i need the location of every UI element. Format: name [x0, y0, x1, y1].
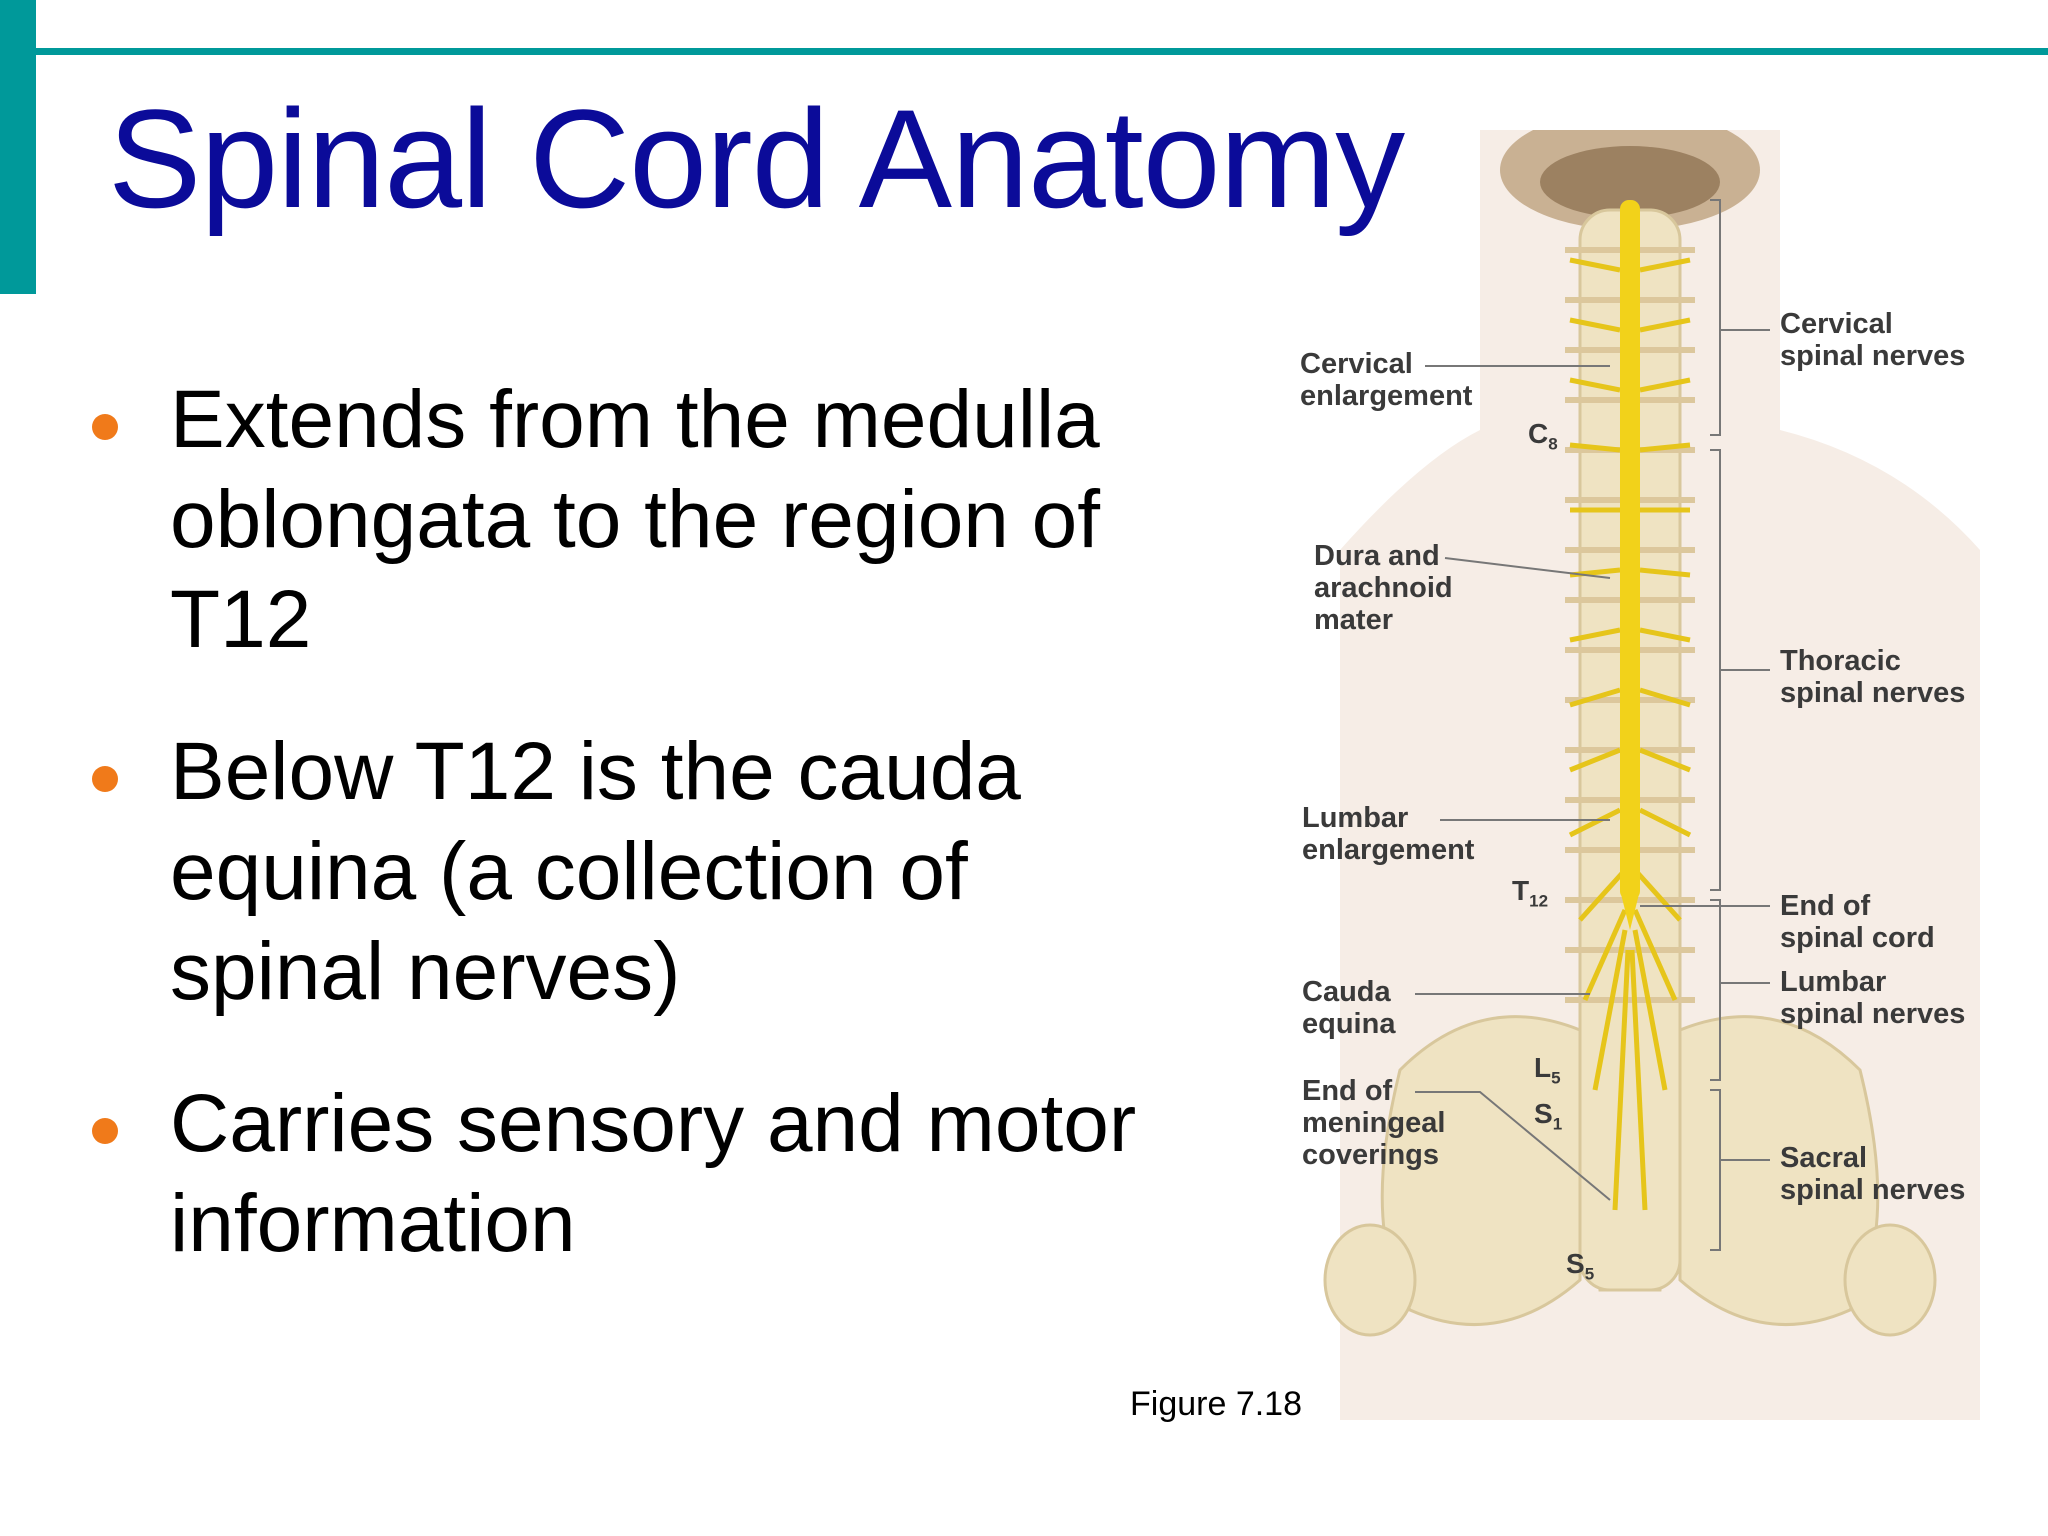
accent-bar: [0, 0, 36, 294]
vertebra-label-c8: C8: [1528, 418, 1558, 454]
bullet-dot-icon: [92, 414, 118, 440]
label-lumbar-enlargement: Lumbar enlargement: [1302, 802, 1475, 866]
label-cervical-enlargement: Cervical enlargement: [1300, 348, 1473, 412]
label-cervical-nerves: Cervical spinal nerves: [1780, 308, 1966, 372]
bullet-text: Below T12 is the cauda equina (a collect…: [170, 726, 1021, 1017]
bullet-list: Extends from the medulla oblongata to th…: [92, 370, 1190, 1326]
bullet-item: Carries sensory and motor information: [92, 1074, 1190, 1274]
label-dura-arachnoid: Dura and arachnoid mater: [1314, 540, 1453, 636]
label-cauda-equina: Cauda equina: [1302, 976, 1396, 1040]
figure-caption: Figure 7.18: [1130, 1385, 1302, 1423]
bullet-text: Carries sensory and motor information: [170, 1078, 1137, 1269]
vertebra-label-t12: T12: [1512, 875, 1549, 911]
spine-illustration: [1323, 130, 1980, 1420]
vertebra-label-s1: S1: [1534, 1098, 1563, 1134]
spinal-cord: [1620, 200, 1640, 900]
bullet-dot-icon: [92, 1118, 118, 1144]
vertebra-label-s5: S5: [1566, 1248, 1595, 1284]
label-end-spinal-cord: End of spinal cord: [1780, 890, 1935, 954]
label-lumbar-nerves: Lumbar spinal nerves: [1780, 966, 1966, 1030]
bullet-dot-icon: [92, 766, 118, 792]
bullet-text: Extends from the medulla oblongata to th…: [170, 374, 1101, 665]
vertebra-label-l5: L5: [1534, 1052, 1561, 1088]
bullet-item: Extends from the medulla oblongata to th…: [92, 370, 1190, 670]
spinal-cord-figure: Cervical enlargement Dura and arachnoid …: [1280, 130, 2020, 1420]
slide-title: Spinal Cord Anatomy: [108, 80, 1405, 237]
bullet-item: Below T12 is the cauda equina (a collect…: [92, 722, 1190, 1022]
label-end-meningeal: End of meningeal coverings: [1302, 1075, 1446, 1171]
accent-rule: [36, 48, 2048, 55]
label-sacral-nerves: Sacral spinal nerves: [1780, 1142, 1966, 1206]
label-thoracic-nerves: Thoracic spinal nerves: [1780, 645, 1966, 709]
